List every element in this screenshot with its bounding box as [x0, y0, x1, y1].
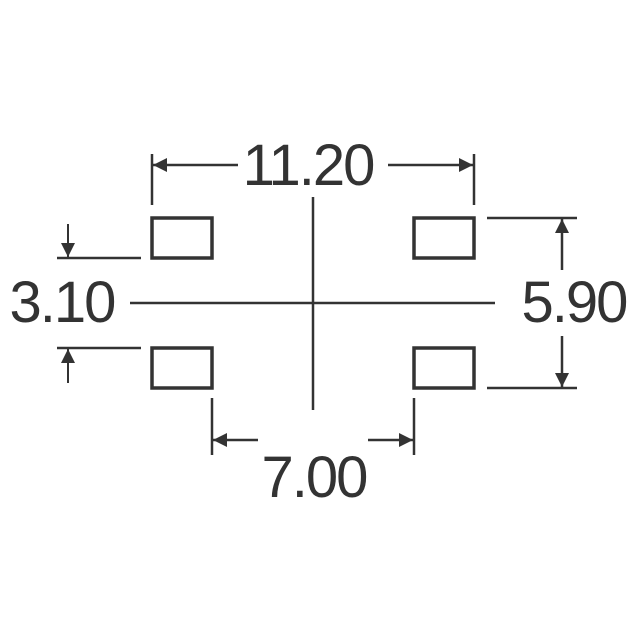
pad-top-left [150, 216, 214, 260]
pad-bottom-left [150, 346, 214, 390]
pad-top-right [412, 216, 476, 260]
dimension-label-pad-gap: 3.10 [10, 270, 115, 335]
pad-bottom-right [412, 346, 476, 390]
dimension-label-overall-height: 5.90 [522, 270, 627, 335]
dimension-label-overall-width: 11.20 [243, 133, 374, 198]
dimension-label-pad-pitch: 7.00 [262, 445, 367, 510]
